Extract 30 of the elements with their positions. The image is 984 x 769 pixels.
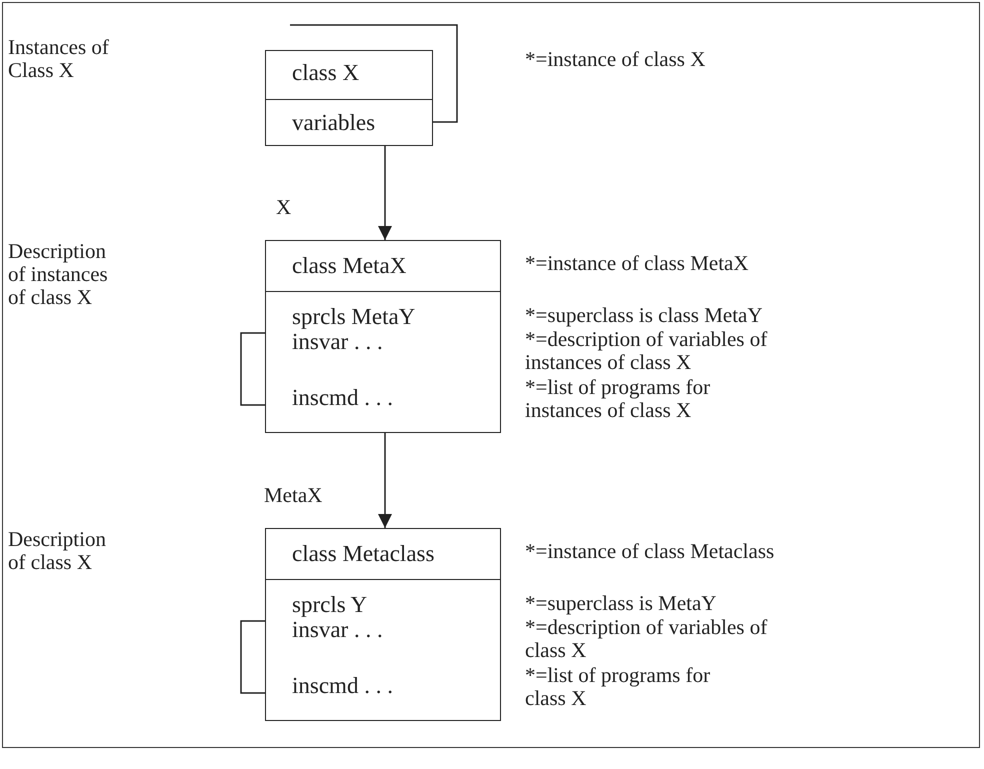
annotation-text: *=list of programs for class X [525,664,712,710]
class-box [265,50,433,146]
class-name: class Metaclass [292,542,434,566]
annotation-text: *=list of programs for instances of class X [525,376,712,422]
annotation-text: *=superclass is MetaY [525,592,718,615]
class-entry: insvar . . . [292,618,383,642]
annotation-text: *=instance of class Metaclass [525,540,776,563]
class-entry: sprcls MetaY [292,305,416,329]
annotation-text: *=instance of class X [525,48,706,71]
row-heading: Instances of Class X [8,36,110,82]
class-name: class X [292,61,360,85]
annotation-text: *=description of variables of instances of class X [525,328,768,374]
class-entry: variables [292,111,376,135]
class-box [265,528,501,721]
class-entry: inscmd . . . [292,386,393,410]
class-name: class MetaX [292,254,406,278]
connector-line [240,332,265,406]
class-entry: insvar . . . [292,330,383,354]
annotation-text: *=superclass is class MetaY [525,304,764,327]
row-heading: Description of class X [8,528,107,574]
class-box [265,240,501,433]
arrow [378,146,392,240]
arrow [378,433,392,528]
annotation-text: *=description of variables of class X [525,616,768,662]
row-heading: Description of instances of class X [8,240,109,309]
annotation-text: *=instance of class MetaX [525,252,750,275]
class-entry: sprcls Y [292,593,368,617]
connector-line [240,620,265,694]
connector-line [290,24,458,123]
class-entry: inscmd . . . [292,674,393,698]
